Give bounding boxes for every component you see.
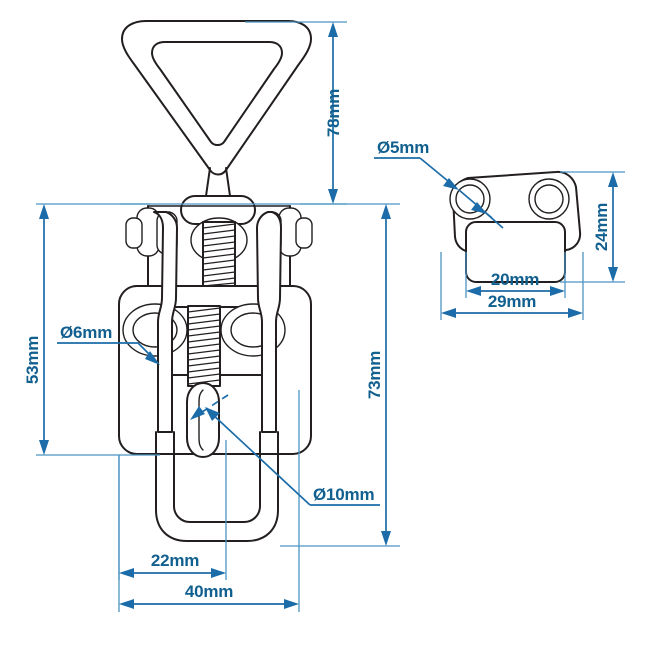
dim-label-73: 73mm: [365, 351, 384, 399]
plate-hole-right-inner: [534, 184, 564, 214]
left-swing-arm: [153, 211, 178, 433]
dim-arrow-29-left: [441, 308, 456, 318]
upper-right-bushing-inner: [295, 217, 313, 249]
leader-dash-d6: [195, 394, 229, 417]
handle-outer-outline: [121, 20, 312, 176]
handle-inner-outline: [151, 41, 283, 146]
upper-thread-hatching-overlay: [202, 223, 236, 287]
dim-arrow-20-right: [550, 286, 565, 296]
bottom-bail-inner: [173, 431, 261, 523]
dim-arrow-53-top: [39, 204, 49, 219]
dim-arrow-22-right: [211, 568, 226, 578]
dim-label-22: 22mm: [151, 551, 199, 570]
upper-left-bushing-inner: [125, 217, 143, 249]
dim-label-24: 24mm: [592, 203, 611, 251]
hook-roller-d10: [186, 382, 220, 458]
dim-arrow-24-bottom: [608, 267, 618, 282]
lower-thread-hatching: [187, 307, 221, 385]
dim-label-78: 78mm: [324, 89, 343, 137]
dim-label-d5: Ø5mm: [377, 138, 429, 157]
dim-arrow-78-top: [328, 22, 338, 37]
dim-label-29: 29mm: [488, 292, 536, 311]
dim-arrow-d6-opposite: [190, 406, 205, 420]
dim-arrow-78-bottom: [328, 189, 338, 204]
dim-arrow-40-right: [284, 599, 299, 609]
bottom-bail-outer: [155, 431, 279, 542]
dim-label-53: 53mm: [23, 336, 42, 384]
hook-roller-slot: [198, 389, 204, 451]
dim-arrow-73-bottom: [381, 531, 391, 546]
right-swing-arm: [256, 211, 282, 433]
latch-assembly-part: [118, 20, 313, 542]
leader-line-d5-tail: [486, 213, 504, 229]
leader-line-d10: [209, 411, 380, 506]
plate-dimension-group: 24mm 20mm 29mm Ø5mm: [374, 138, 625, 320]
dim-arrow-22-left: [119, 568, 134, 578]
dim-label-d10: Ø10mm: [313, 485, 374, 504]
dim-arrow-d5: [443, 178, 459, 190]
dim-label-d6: Ø6mm: [60, 323, 112, 342]
dim-arrow-29-right: [568, 308, 583, 318]
dim-arrow-24-top: [608, 172, 618, 187]
dim-label-20: 20mm: [491, 270, 539, 289]
dim-arrow-73-top: [381, 204, 391, 219]
dim-arrow-d10: [205, 407, 220, 421]
dim-label-40: 40mm: [185, 582, 233, 601]
dim-arrow-d6: [145, 351, 160, 365]
dim-arrow-53-bottom: [39, 440, 49, 455]
dim-arrow-40-left: [119, 599, 134, 609]
latch-dimension-group: 78mm 73mm 53mm 40mm 22mm: [23, 21, 400, 612]
dim-arrow-d5-opposite: [471, 202, 487, 214]
dim-arrow-20-left: [466, 286, 481, 296]
